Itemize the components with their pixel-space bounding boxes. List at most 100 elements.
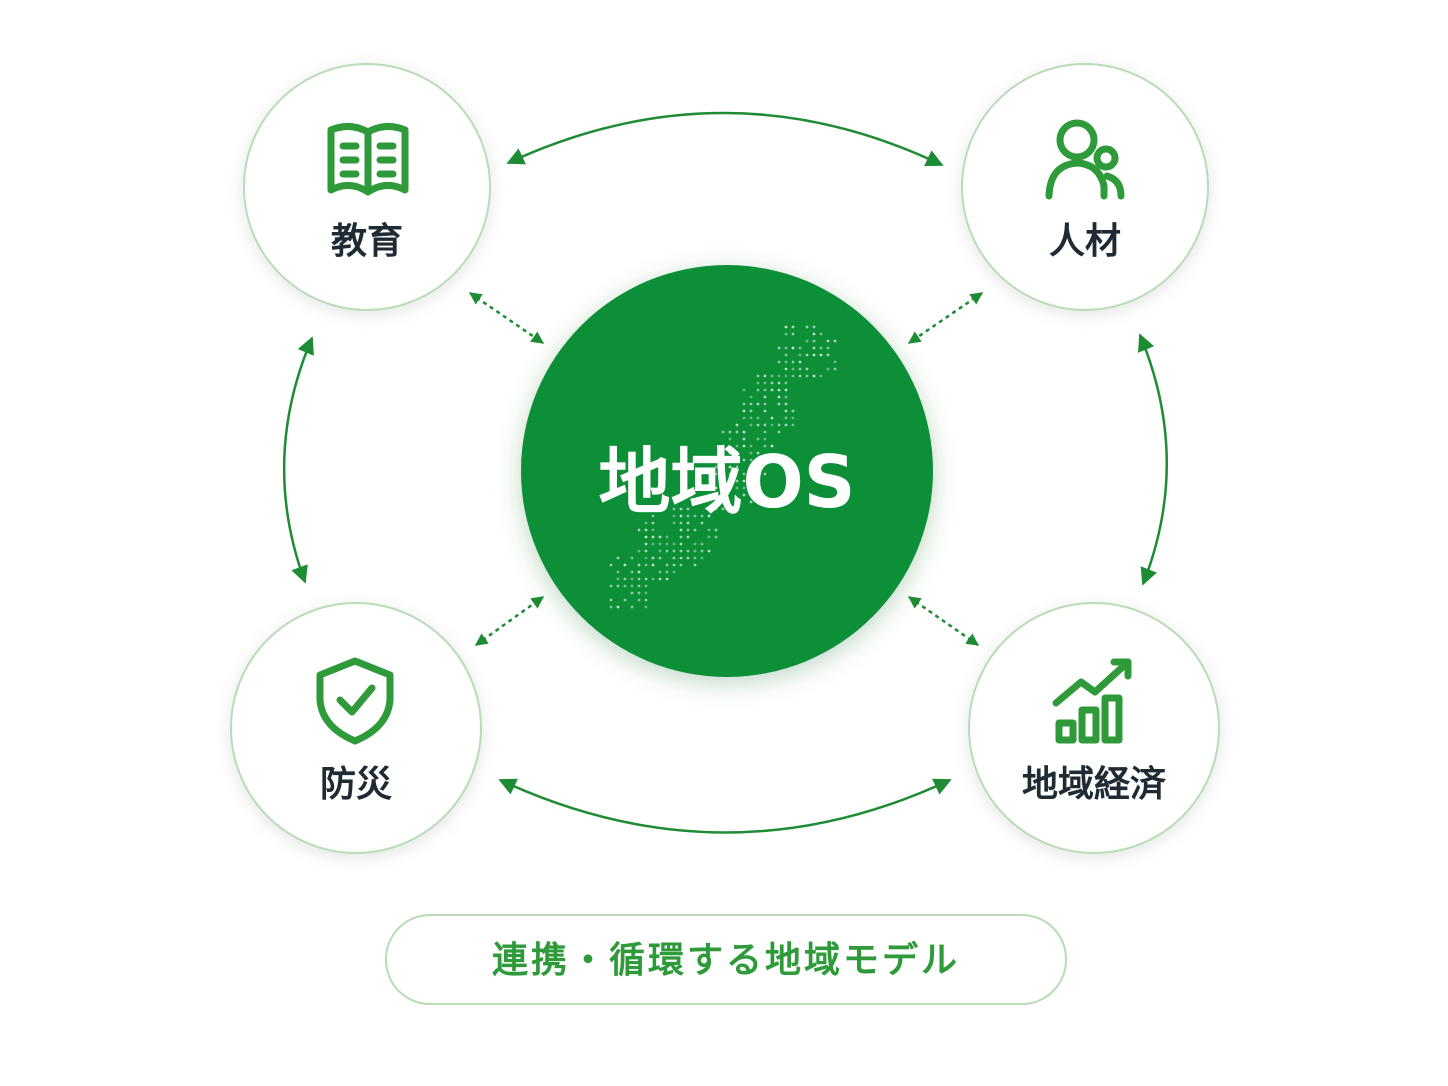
map-dot: [749, 500, 753, 504]
map-dot: [812, 346, 816, 350]
map-dot: [721, 451, 725, 455]
map-dot: [805, 374, 809, 378]
map-dot: [819, 353, 823, 357]
map-dot: [679, 528, 683, 532]
map-dot: [763, 458, 767, 462]
map-dot: [700, 521, 704, 525]
map-dot: [791, 346, 795, 350]
people-icon: [1045, 119, 1125, 200]
caption-pill-border: [385, 914, 1067, 1005]
map-dot: [735, 500, 739, 504]
map-dot: [763, 430, 767, 434]
map-dot: [805, 367, 809, 371]
map-dot: [777, 402, 781, 406]
node-disaster-label: 防災: [320, 764, 392, 805]
map-dot: [686, 535, 690, 539]
map-dot: [658, 549, 662, 553]
map-dot: [742, 388, 746, 392]
link-center-talent: [907, 291, 984, 345]
arrow-education-talent: [506, 111, 944, 167]
map-dot: [784, 332, 788, 336]
map-dot: [700, 542, 704, 546]
map-dot: [721, 472, 725, 476]
map-dot: [679, 563, 683, 567]
map-dot: [616, 584, 620, 588]
map-dot: [791, 423, 795, 427]
map-dot: [735, 430, 739, 434]
map-dot: [742, 409, 746, 413]
map-dot: [686, 514, 690, 518]
map-dot: [735, 486, 739, 490]
map-dot: [693, 542, 697, 546]
center-links: [468, 291, 984, 647]
node-talent: 人材: [961, 63, 1209, 311]
map-dot: [728, 458, 732, 462]
map-dot: [665, 570, 669, 574]
map-dot: [805, 353, 809, 357]
map-dot: [791, 360, 795, 364]
map-dot: [665, 549, 669, 553]
map-dot: [756, 472, 760, 476]
map-dot: [644, 584, 648, 588]
map-dot: [833, 367, 837, 371]
map-dot: [735, 444, 739, 448]
book-icon: [327, 123, 409, 196]
map-dot: [777, 381, 781, 385]
map-dot: [784, 325, 788, 329]
map-dot: [609, 598, 613, 602]
map-dot: [644, 528, 648, 532]
map-dot: [693, 514, 697, 518]
map-dot: [700, 556, 704, 560]
map-dot: [742, 430, 746, 434]
map-dot: [679, 521, 683, 525]
map-dot: [770, 388, 774, 392]
map-dot: [644, 535, 648, 539]
map-dot: [784, 416, 788, 420]
map-dot: [637, 577, 641, 581]
japan-map-dots: [609, 325, 837, 609]
map-dot: [756, 381, 760, 385]
map-dot: [721, 479, 725, 483]
map-dot: [721, 458, 725, 462]
map-dot: [679, 507, 683, 511]
center-node: 地域OS: [521, 265, 933, 677]
map-dot: [644, 577, 648, 581]
map-dot: [763, 444, 767, 448]
map-dot: [784, 395, 788, 399]
map-dot: [658, 556, 662, 560]
map-dot: [658, 542, 662, 546]
map-dot: [721, 507, 725, 511]
map-dot: [714, 493, 718, 497]
map-dot: [777, 423, 781, 427]
map-dot: [749, 395, 753, 399]
shield-check-icon: [316, 657, 394, 745]
map-dot: [679, 514, 683, 518]
map-dot: [742, 486, 746, 490]
map-dot: [777, 430, 781, 434]
map-dot: [651, 542, 655, 546]
map-dot: [707, 535, 711, 539]
map-dot: [637, 598, 641, 602]
map-dot: [651, 563, 655, 567]
map-dot: [630, 591, 634, 595]
map-dot: [742, 416, 746, 420]
map-dot: [686, 528, 690, 532]
map-dot: [756, 479, 760, 483]
arrow-disaster-economy: [498, 778, 952, 834]
map-dot: [777, 388, 781, 392]
map-dot: [609, 563, 613, 567]
map-dot: [616, 577, 620, 581]
map-dot: [819, 346, 823, 350]
map-dot: [714, 486, 718, 490]
map-dot: [623, 584, 627, 588]
map-dot: [651, 556, 655, 560]
bar-chart-trend-icon: [1052, 658, 1132, 744]
arrow-talent-economy: [1137, 333, 1169, 586]
map-dot: [672, 563, 676, 567]
map-dot: [791, 367, 795, 371]
caption-text: 連携・循環する地域モデル: [492, 939, 960, 981]
map-dot: [644, 521, 648, 525]
map-dot: [749, 486, 753, 490]
map-dot: [756, 402, 760, 406]
